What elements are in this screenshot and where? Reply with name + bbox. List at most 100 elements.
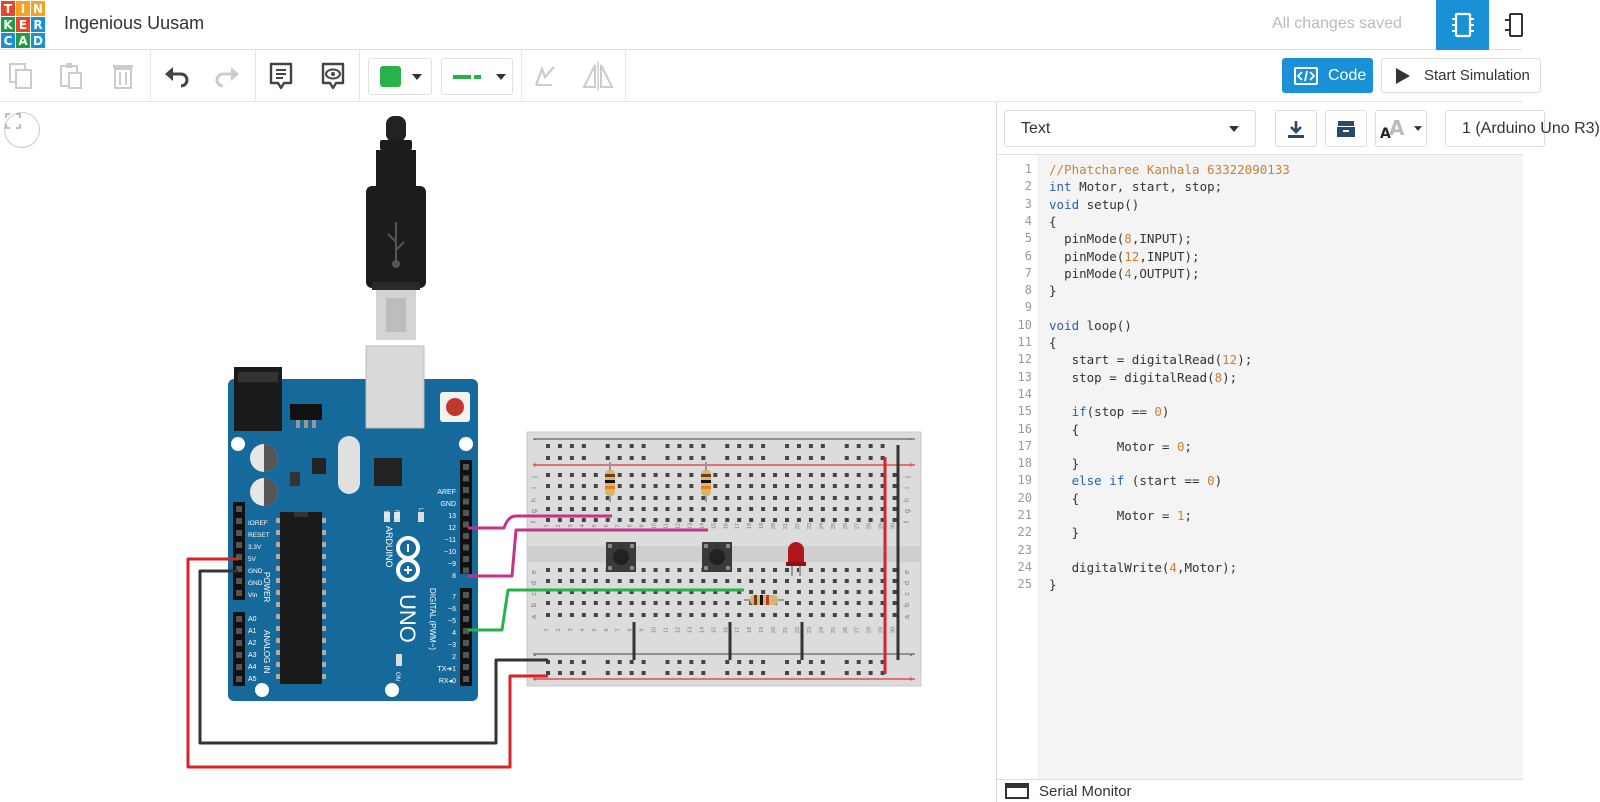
board-label: POWER bbox=[262, 572, 271, 602]
breadboard-hole bbox=[641, 660, 646, 664]
paste-button[interactable] bbox=[54, 50, 88, 102]
arduino-uno-board[interactable]: IOREFRESET3.3V5VGNDGNDVinA0A1A2A3A4A5ARE… bbox=[228, 345, 478, 701]
project-title[interactable]: Ingenious Uusam bbox=[64, 13, 205, 33]
breadboard-hole bbox=[701, 507, 706, 511]
code-line[interactable]: stop = digitalRead(8); bbox=[1071, 369, 1238, 385]
breadboard-hole bbox=[629, 660, 634, 664]
delete-button[interactable] bbox=[106, 50, 140, 102]
breadboard-hole bbox=[641, 496, 646, 500]
red-led[interactable] bbox=[786, 542, 806, 576]
breadboard-hole bbox=[653, 496, 658, 500]
breadboard-hole bbox=[701, 518, 706, 522]
code-line[interactable]: { bbox=[1049, 213, 1057, 229]
code-line[interactable]: int Motor, start, stop; bbox=[1049, 179, 1223, 195]
breadboard-hole bbox=[557, 473, 562, 477]
logo-letter: T bbox=[1, 1, 15, 16]
breadboard-hole bbox=[808, 660, 813, 664]
rotate-button[interactable] bbox=[528, 50, 562, 102]
breadboard-hole bbox=[820, 601, 825, 605]
usb-cable[interactable] bbox=[366, 116, 426, 340]
code-line[interactable]: { bbox=[1049, 335, 1057, 350]
start-simulation-label: Start Simulation bbox=[1424, 67, 1530, 84]
flip-button[interactable] bbox=[580, 50, 616, 102]
code-line[interactable]: void loop() bbox=[1049, 317, 1132, 333]
start-simulation-button[interactable]: Start Simulation bbox=[1381, 58, 1541, 93]
notes-button[interactable] bbox=[264, 50, 298, 102]
code-line[interactable]: } bbox=[1049, 283, 1057, 299]
code-line[interactable]: } bbox=[1049, 456, 1080, 472]
schematic-view-button[interactable] bbox=[1494, 0, 1534, 50]
code-line[interactable]: Motor = 0; bbox=[1116, 438, 1193, 454]
code-line[interactable]: } bbox=[1049, 577, 1057, 593]
code-line[interactable]: void setup() bbox=[1049, 196, 1140, 212]
breadboard-hole bbox=[880, 456, 885, 460]
board-label: ANALOG IN bbox=[262, 630, 271, 674]
code-line[interactable]: pinMode(8,INPUT); bbox=[1064, 231, 1193, 247]
breadboard-hole bbox=[557, 507, 562, 511]
fill-color-dropdown[interactable] bbox=[368, 58, 432, 95]
code-line[interactable]: else if (start == 0) bbox=[1071, 473, 1223, 489]
code-line[interactable]: start = digitalRead(12); bbox=[1071, 352, 1253, 368]
undo-button[interactable] bbox=[160, 50, 194, 102]
breadboard-hole bbox=[796, 579, 801, 583]
code-line[interactable]: pinMode(12,INPUT); bbox=[1064, 248, 1200, 264]
copy-button[interactable] bbox=[4, 50, 38, 102]
breadboard-hole bbox=[569, 507, 574, 511]
device-select[interactable]: 1 (Arduino Uno R3) bbox=[1445, 110, 1600, 147]
pushbutton-1[interactable] bbox=[606, 542, 636, 572]
breadboard-hole bbox=[677, 473, 682, 477]
breadboard-hole bbox=[880, 484, 885, 488]
board-label: 13 bbox=[448, 513, 456, 520]
redo-button[interactable] bbox=[210, 50, 244, 102]
fit-view-button[interactable] bbox=[4, 112, 40, 148]
column-number: 28 bbox=[867, 627, 873, 633]
breadboard-hole bbox=[581, 568, 586, 572]
code-line[interactable]: //Phatcharee Kanhala 63322090133 bbox=[1049, 162, 1290, 177]
breadboard-hole bbox=[773, 579, 778, 583]
code-line[interactable]: { bbox=[1049, 421, 1080, 437]
resistor-3[interactable] bbox=[744, 595, 784, 605]
breadboard-hole bbox=[868, 660, 873, 664]
chip-pin bbox=[322, 602, 326, 607]
board-label: ON bbox=[394, 672, 400, 681]
board-label: g bbox=[531, 509, 538, 513]
breadboard-hole bbox=[701, 444, 706, 448]
wires[interactable] bbox=[186, 445, 900, 769]
pushbutton-2[interactable] bbox=[702, 542, 732, 572]
code-mode-select[interactable]: Text bbox=[1004, 110, 1256, 147]
breadboard-hole bbox=[868, 444, 873, 448]
serial-monitor-bar[interactable]: Serial Monitor bbox=[997, 779, 1523, 802]
code-line[interactable]: digitalWrite(4,Motor); bbox=[1071, 559, 1238, 575]
code-line[interactable]: Motor = 1; bbox=[1116, 508, 1193, 523]
resistor-2[interactable] bbox=[701, 462, 711, 502]
breadboard-hole bbox=[832, 518, 837, 522]
code-line[interactable]: pinMode(4,OUTPUT); bbox=[1064, 265, 1200, 281]
breadboard-hole bbox=[617, 473, 622, 477]
breadboard-hole bbox=[773, 590, 778, 594]
column-number: 18 bbox=[747, 627, 753, 633]
column-number: 23 bbox=[807, 627, 813, 633]
libraries-button[interactable] bbox=[1325, 110, 1367, 147]
code-line[interactable]: { bbox=[1049, 490, 1080, 506]
resistor-1[interactable] bbox=[605, 462, 615, 502]
breadboard-hole bbox=[653, 613, 658, 617]
wire-pin12-magenta bbox=[468, 514, 612, 530]
wire-color-dropdown[interactable] bbox=[441, 58, 513, 95]
breadboard-hole bbox=[892, 473, 897, 477]
code-line[interactable]: } bbox=[1049, 525, 1080, 541]
download-code-button[interactable] bbox=[1275, 110, 1317, 147]
notes-visibility-button[interactable] bbox=[316, 50, 350, 102]
breadboard-hole bbox=[844, 496, 849, 500]
breadboard-hole bbox=[749, 660, 754, 664]
column-number: 10 bbox=[652, 523, 658, 529]
circuit-view-button[interactable] bbox=[1436, 0, 1489, 50]
code-button[interactable]: Code bbox=[1282, 58, 1373, 93]
code-line[interactable]: if(stop == 0) bbox=[1071, 404, 1170, 420]
column-number: 24 bbox=[819, 523, 825, 529]
header-hole bbox=[463, 521, 469, 528]
board-label: j bbox=[531, 476, 538, 479]
